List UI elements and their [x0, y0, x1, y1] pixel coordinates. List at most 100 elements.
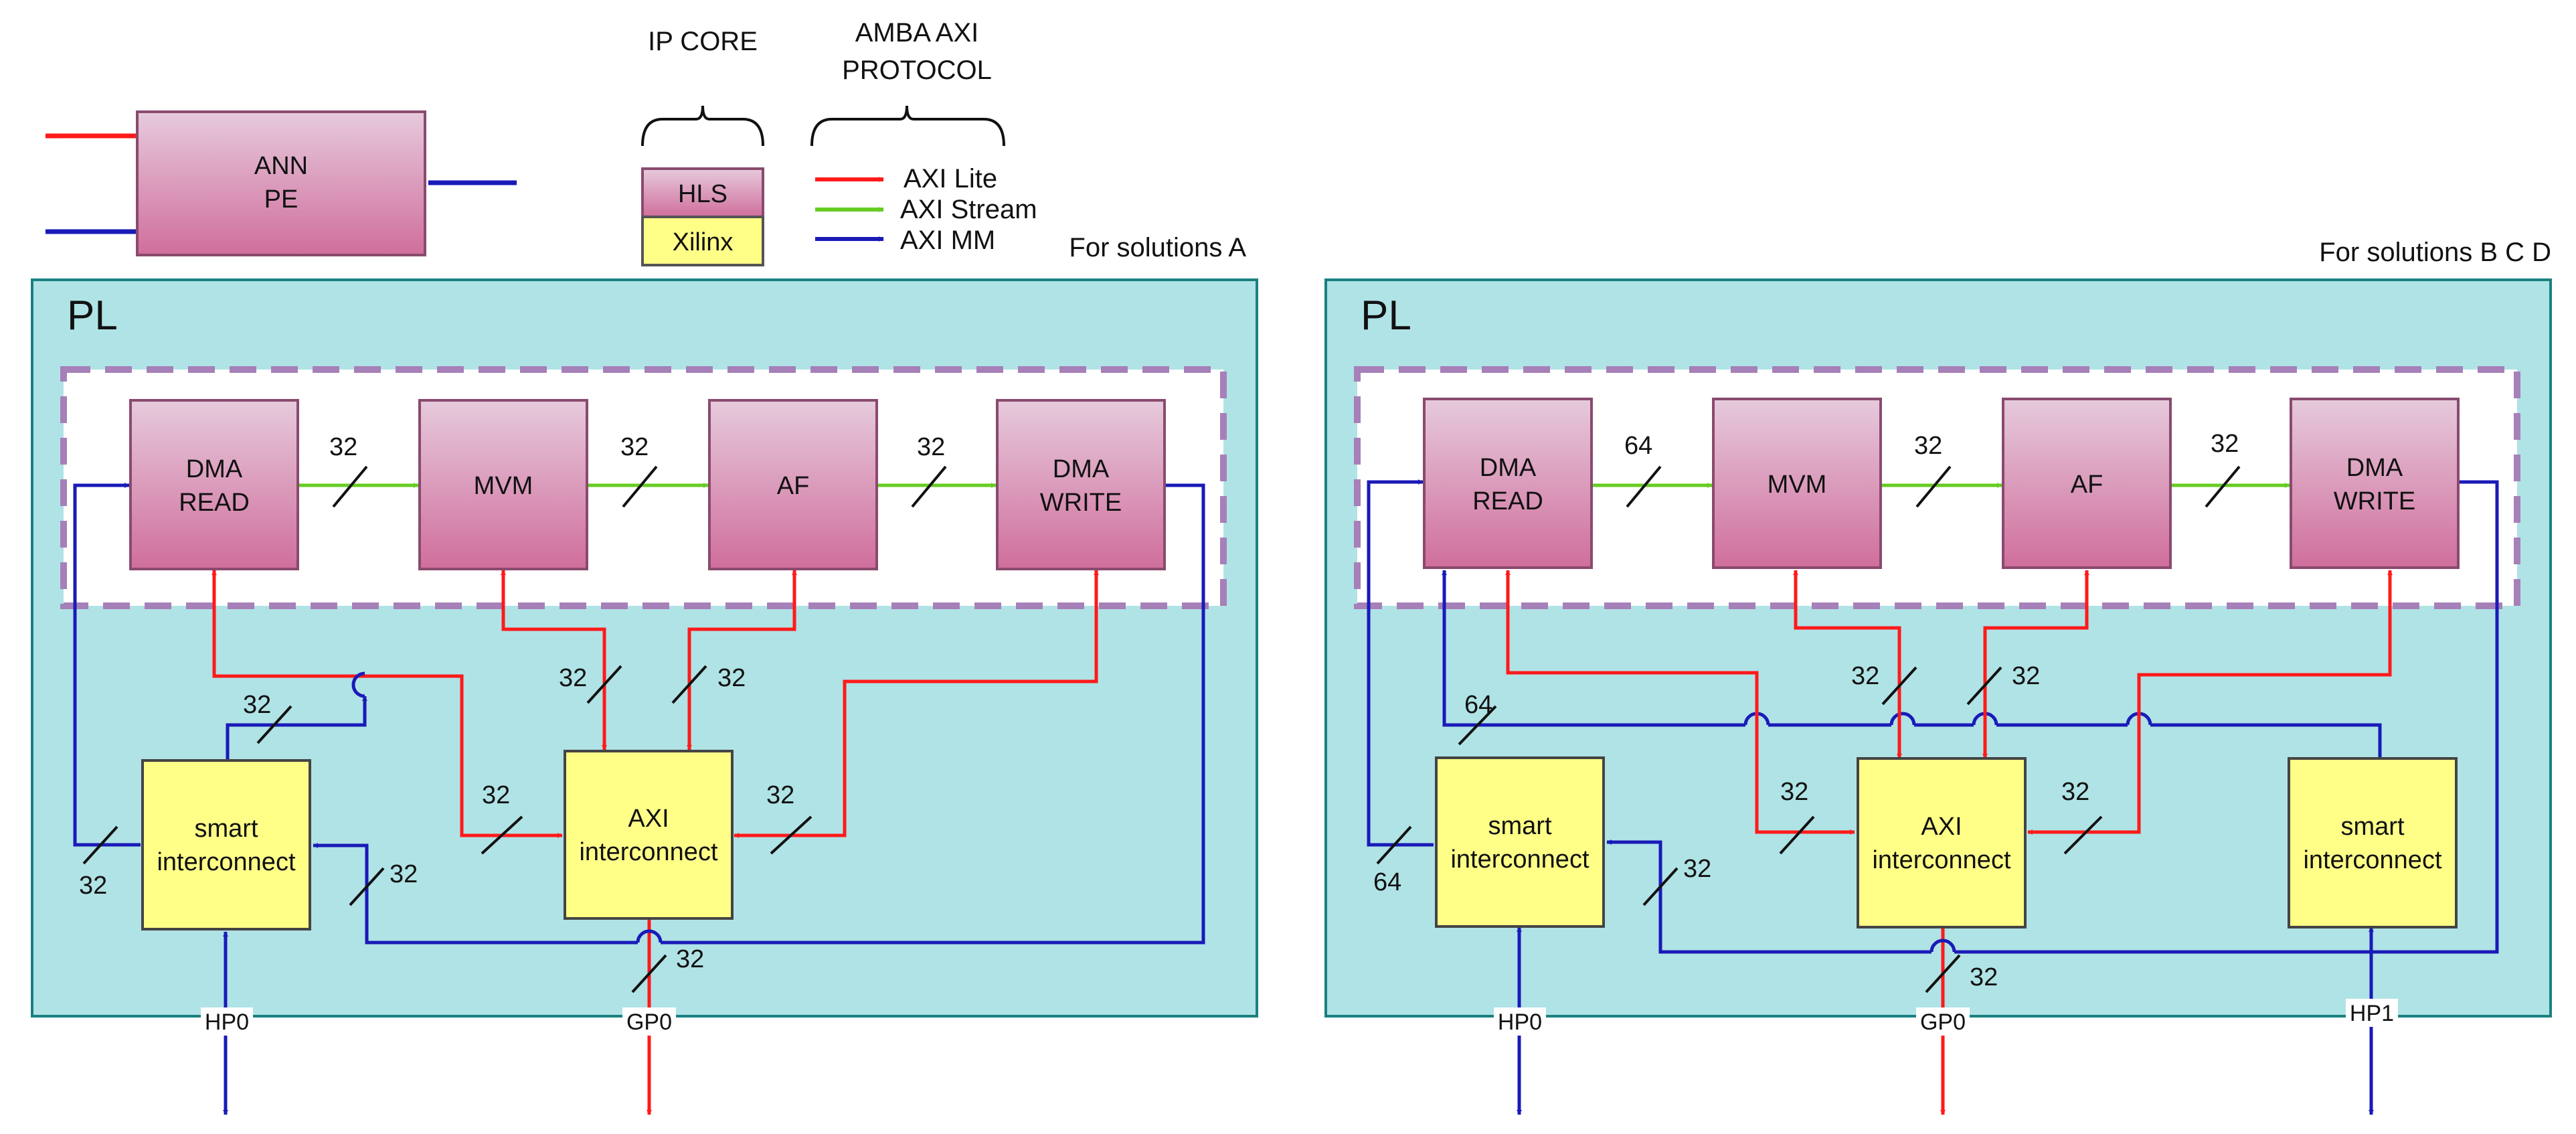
port-gp0-label: GP0 — [626, 1009, 672, 1035]
port-hp0-a: HP0 — [201, 1007, 253, 1036]
amba-brace — [810, 105, 1005, 147]
mm-write-bus-a — [661, 483, 1205, 945]
width-label: 32 — [917, 433, 945, 461]
dma-write-line2: WRITE — [1040, 489, 1122, 517]
hls-legend-block: HLS — [641, 167, 764, 218]
width-label: 32 — [559, 664, 587, 692]
mvm-block-a: MVM — [418, 399, 588, 570]
width-label: 32 — [2061, 778, 2089, 806]
mm-write-bus-b — [1954, 480, 2499, 954]
smart-interconnect-line1: smart — [1488, 812, 1552, 840]
pl-label-a: PL — [67, 293, 118, 339]
port-hp1-b: HP1 — [2346, 999, 2398, 1027]
smart-interconnect-1-block-b: smart interconnect — [1435, 756, 1605, 928]
width-label: 32 — [1851, 662, 1879, 690]
width-label: 32 — [1970, 963, 1998, 991]
port-hp0-label: HP0 — [205, 1009, 249, 1035]
amba-title-line2: PROTOCOL — [842, 56, 992, 85]
af-label: AF — [777, 472, 810, 500]
lite-mvm-b — [1793, 570, 1902, 759]
width-labels-a: 32 32 32 32 32 32 32 32 32 32 32 — [79, 433, 945, 973]
smart-interconnect-line2: interconnect — [157, 848, 295, 876]
axi-interconnect-block-b: AXI interconnect — [1857, 757, 2027, 928]
dma-read-line2: READ — [179, 489, 250, 517]
width-label: 32 — [390, 860, 418, 888]
port-gp0-b: GP0 — [1916, 1007, 1970, 1036]
width-label: 32 — [2012, 662, 2040, 690]
width-label: 32 — [1683, 855, 1711, 883]
axi-interconnect-line1: AXI — [628, 805, 669, 833]
axi-interconnect-line1: AXI — [1921, 813, 1962, 841]
ann-pe-block: ANN PE — [136, 110, 426, 256]
af-block-b: AF — [2002, 398, 2172, 569]
dma-read-line2: READ — [1472, 487, 1543, 515]
ip-core-brace — [641, 105, 764, 147]
smart-interconnect-line1: smart — [195, 815, 258, 843]
panel-solution-bcd: For solutions B C D PL — [1324, 238, 2552, 1115]
lite-dma-read-a — [211, 570, 563, 838]
panel-a-note: For solutions A — [1069, 233, 1246, 262]
panel-b-note: For solutions B C D — [2319, 238, 2551, 267]
axi-lite-label: AXI Lite — [904, 164, 997, 193]
xilinx-legend-block: Xilinx — [641, 216, 764, 266]
width-label: 32 — [79, 872, 107, 900]
width-label: 32 — [2211, 430, 2239, 458]
legend: ANN PE IP CORE HLS Xilinx AMBA AXI PROTO… — [45, 18, 1037, 266]
lite-mvm-a — [501, 570, 607, 750]
axi-mm-label: AXI MM — [900, 226, 995, 255]
smart-interconnect-line1: smart — [2341, 813, 2405, 841]
af-block-a: AF — [708, 399, 878, 570]
smart-interconnect-2-block-b: smart interconnect — [2288, 757, 2458, 928]
dma-read-line1: DMA — [186, 455, 243, 483]
dma-write-line1: DMA — [2346, 454, 2403, 482]
pl-label-b: PL — [1361, 293, 1411, 339]
port-gp0-a: GP0 — [622, 1007, 676, 1036]
mvm-block-b: MVM — [1712, 398, 1882, 569]
width-label: 64 — [1373, 868, 1401, 896]
mm-smart-to-read-b — [1367, 479, 1434, 847]
width-label: 64 — [1624, 432, 1652, 460]
width-labels-b: 64 32 32 64 64 32 32 32 32 32 32 — [1373, 430, 2239, 991]
mm-write-to-smart-a — [313, 843, 638, 945]
lite-dma-read-b — [1505, 570, 1855, 835]
smart-interconnect-line2: interconnect — [2303, 846, 2441, 874]
af-label: AF — [2071, 471, 2103, 499]
width-ticks-a — [82, 465, 947, 993]
lite-dma-write-a — [734, 570, 1099, 838]
width-label: 32 — [1914, 432, 1942, 460]
dma-write-line1: DMA — [1053, 455, 1110, 483]
width-label: 32 — [766, 781, 794, 809]
wire-hop-a1 — [351, 671, 365, 698]
mm-smart-to-mvm-a — [226, 696, 367, 760]
ip-core-title: IP CORE — [648, 27, 758, 56]
dma-write-block-a: DMA WRITE — [996, 399, 1166, 570]
panel-solution-a: For solutions A PL DMA READ MVM — [31, 233, 1258, 1115]
width-label: 32 — [329, 433, 357, 461]
axi-stream-label: AXI Stream — [900, 195, 1037, 224]
width-label: 32 — [676, 945, 704, 973]
width-label: 32 — [243, 691, 271, 719]
axi-interconnect-line2: interconnect — [1872, 846, 2010, 874]
axi-interconnect-block-a: AXI interconnect — [564, 750, 734, 920]
dma-write-line2: WRITE — [2334, 487, 2415, 515]
dma-write-block-b: DMA WRITE — [2290, 398, 2460, 569]
width-label: 32 — [1780, 778, 1808, 806]
port-hp0-label: HP0 — [1498, 1009, 1542, 1035]
width-label: 64 — [1464, 691, 1492, 719]
smart-interconnect-block-a: smart interconnect — [141, 759, 311, 930]
xilinx-label: Xilinx — [673, 228, 734, 256]
amba-title-line1: AMBA AXI — [855, 18, 979, 48]
ann-pe-label-line1: ANN — [254, 152, 308, 180]
mm-smart-to-read-a — [73, 483, 141, 847]
width-label: 32 — [620, 433, 649, 461]
ann-pe-label-line2: PE — [264, 185, 298, 214]
mm-write-to-smart-b — [1606, 839, 1931, 954]
axi-interconnect-line2: interconnect — [579, 838, 717, 866]
wire-hop-b5 — [1929, 939, 1956, 953]
mvm-label: MVM — [474, 472, 533, 500]
wire-hop-a2 — [636, 929, 663, 943]
width-label: 32 — [482, 781, 510, 809]
port-gp0-label: GP0 — [1920, 1009, 1966, 1035]
